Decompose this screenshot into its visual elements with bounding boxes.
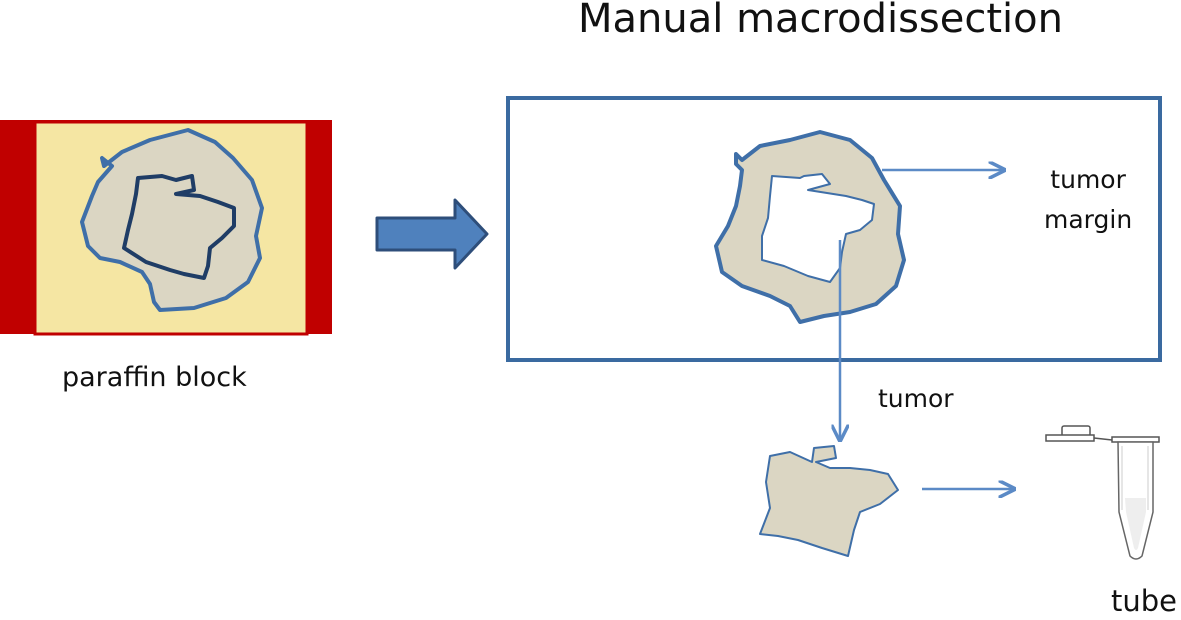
tube-contents [1125,498,1146,550]
diagram-title: Manual macrodissection [578,0,1063,42]
paraffin-tissue-outline [80,128,264,312]
tube-hinge [1093,437,1113,441]
tumor-margin-label-line1: tumor [1050,165,1126,194]
extracted-tumor [759,445,899,557]
section-frame [506,96,1162,362]
big-right-arrow [375,198,489,270]
tumor-margin-label-line2: margin [1044,205,1133,234]
tumor-label: tumor [878,384,954,413]
paraffin-block-label: paraffin block [62,362,247,393]
tube-label: tube [1111,584,1178,618]
tumor-margin-label: tumor margin [1044,160,1132,240]
paraffin-block [0,120,332,336]
tube-cap-lid [1045,434,1095,442]
paraffin-tumor-outline [122,174,236,280]
section-tissue [714,130,906,324]
tube-icon [1045,425,1160,560]
